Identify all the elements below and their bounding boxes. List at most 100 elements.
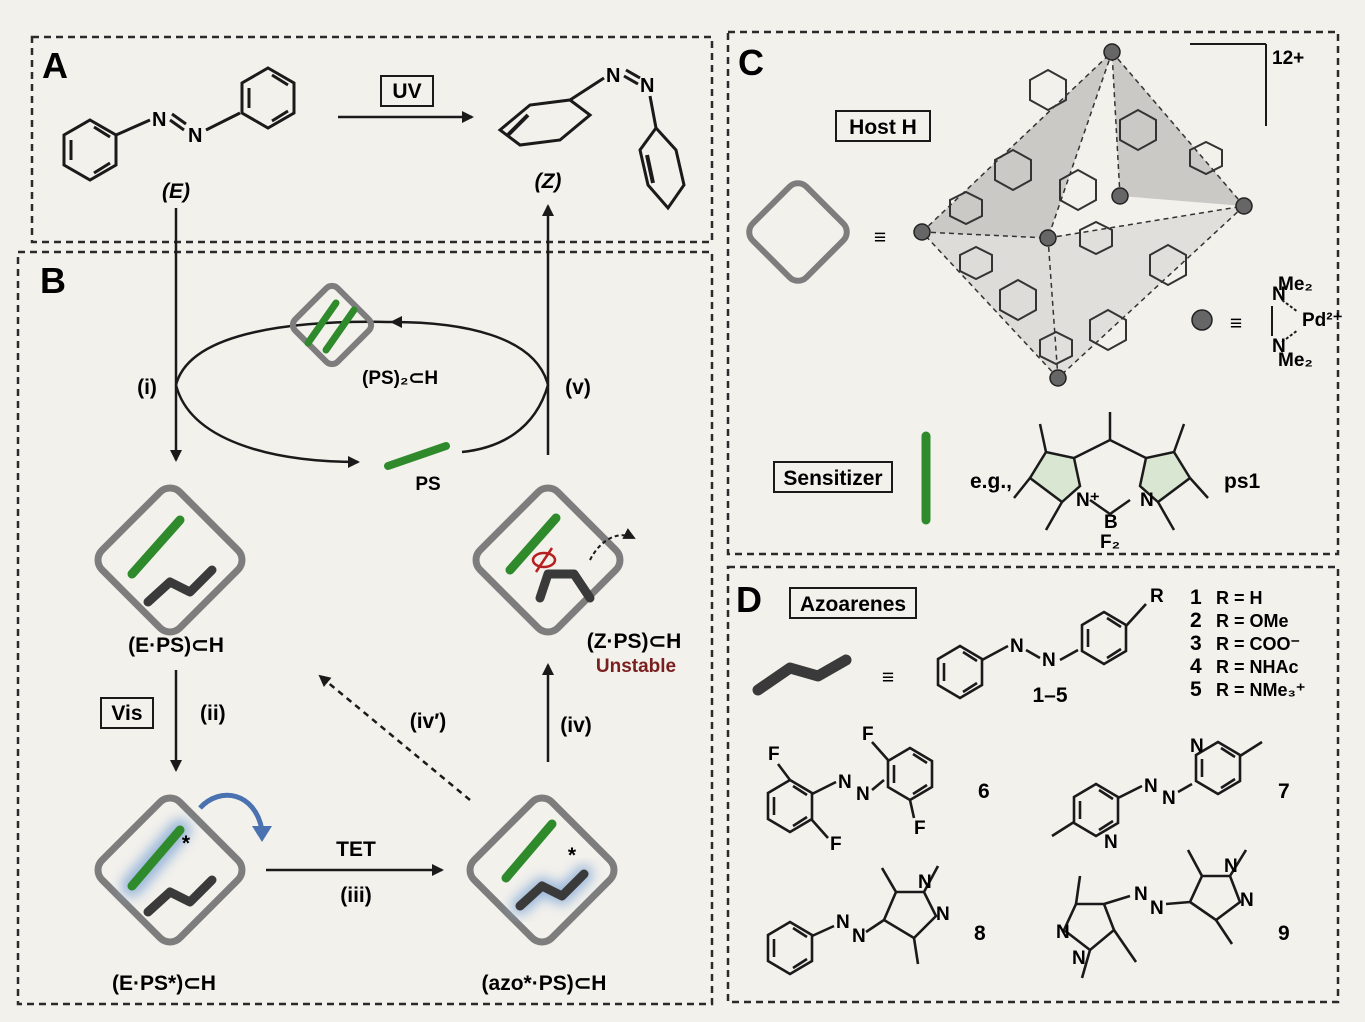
b-atom-label: B bbox=[1104, 512, 1118, 533]
tet-label: TET bbox=[336, 838, 376, 861]
charge-label: 12+ bbox=[1272, 48, 1304, 69]
e-azobenzene-structure: N N bbox=[62, 66, 296, 182]
n-atom-label: N bbox=[836, 912, 850, 933]
cycle-top-left bbox=[174, 320, 393, 386]
n-atom-label: N bbox=[1162, 788, 1176, 809]
cycle-bottom-right bbox=[461, 384, 550, 454]
compound-number: 5 bbox=[1190, 678, 1202, 701]
compound-7-structure bbox=[1051, 740, 1263, 838]
step-ii-label: (ii) bbox=[200, 702, 226, 725]
n-plus-label: N⁺ bbox=[1076, 490, 1100, 511]
host-symbol-diamond bbox=[746, 180, 850, 284]
cycle-top-right bbox=[390, 316, 550, 386]
panel-b-letter: B bbox=[40, 260, 66, 301]
n-atom-label: N bbox=[188, 125, 202, 147]
me2-label: Me₂ bbox=[1278, 274, 1313, 295]
bodipy-structure bbox=[1013, 412, 1209, 531]
n-atom-label: N bbox=[1240, 890, 1254, 911]
e-ps-host-complex bbox=[92, 482, 248, 638]
host-box bbox=[835, 110, 931, 142]
n-atom-label: N bbox=[1144, 776, 1158, 797]
azoarenes-label: Azoarenes bbox=[800, 593, 906, 616]
n-atom-label: N bbox=[936, 904, 950, 925]
excited-star: * bbox=[182, 832, 191, 855]
sensitizer-label: Sensitizer bbox=[783, 467, 882, 490]
uv-label: UV bbox=[392, 80, 421, 103]
step-iv-prime-label: (iv′) bbox=[410, 710, 447, 733]
z-ps-host-complex bbox=[470, 482, 636, 638]
n-atom-label: N bbox=[1272, 336, 1286, 357]
n-atom-label: N bbox=[1010, 636, 1024, 657]
n-atom-label: N bbox=[606, 65, 620, 87]
ps2-host-diamond bbox=[289, 282, 375, 368]
step-iv-prime-arrow bbox=[318, 674, 471, 801]
step-iv-label: (iv) bbox=[560, 714, 592, 737]
f-atom-label: F bbox=[914, 818, 926, 839]
pd-label: Pd²⁺ bbox=[1302, 310, 1343, 331]
e-ps-star-host-label: (E·PS*)⊂H bbox=[112, 972, 216, 995]
compound-r-group: R = NHAc bbox=[1216, 657, 1299, 677]
azoarene-symbol bbox=[752, 654, 852, 696]
n-atom-label: N bbox=[152, 109, 166, 131]
vis-label: Vis bbox=[111, 702, 142, 725]
compound-number: 4 bbox=[1190, 655, 1202, 678]
n-atom-label: N bbox=[1150, 898, 1164, 919]
n-atom-label: N bbox=[640, 75, 654, 97]
panel-b-frame bbox=[16, 250, 714, 1006]
compound-range-label: 1–5 bbox=[1032, 684, 1067, 707]
ps-label: PS bbox=[415, 474, 440, 495]
panel-d-letter: D bbox=[736, 579, 762, 620]
f-atom-label: F bbox=[830, 834, 842, 855]
me2-label: Me₂ bbox=[1278, 350, 1313, 371]
uv-box bbox=[380, 75, 434, 107]
f-atom-label: F bbox=[862, 724, 874, 745]
compound-6-number: 6 bbox=[978, 780, 990, 803]
equiv-sign: ≡ bbox=[874, 226, 886, 249]
n-atom-label: N bbox=[1072, 948, 1086, 969]
compound-6-structure bbox=[766, 741, 934, 839]
sensitizer-box bbox=[773, 461, 893, 493]
compound-8-structure bbox=[766, 865, 940, 976]
compound-8-number: 8 bbox=[974, 922, 986, 945]
step-i-label: (i) bbox=[137, 376, 157, 399]
azo-star-ps-host-complex bbox=[464, 792, 620, 948]
n-atom-label: N bbox=[1224, 856, 1238, 877]
n-atom-label: N bbox=[1104, 832, 1118, 853]
n-atom-label: N bbox=[1190, 736, 1204, 757]
ps2-host-label: (PS)₂⊂H bbox=[362, 368, 438, 389]
azo-star-host-label: (azo*·PS)⊂H bbox=[482, 972, 607, 995]
pd-node-icon bbox=[1191, 309, 1213, 331]
equiv-sign: ≡ bbox=[882, 666, 894, 689]
step-iii-label: (iii) bbox=[340, 884, 372, 907]
pd-ligand-structure bbox=[1271, 299, 1299, 343]
bf2-label: F₂ bbox=[1100, 532, 1120, 553]
ps1-label: ps1 bbox=[1224, 470, 1261, 493]
panel-c-frame bbox=[726, 30, 1340, 556]
z-isomer-label: (Z) bbox=[535, 170, 562, 193]
panel-a-frame bbox=[30, 35, 714, 244]
compound-9-structure bbox=[1062, 849, 1248, 979]
azoarenes-box bbox=[789, 587, 917, 619]
compound-r-group: R = H bbox=[1216, 588, 1263, 608]
n-atom-label: N bbox=[856, 784, 870, 805]
azoarene-1-5-structure bbox=[936, 603, 1147, 700]
r-group-label: R bbox=[1150, 586, 1164, 607]
panel-d-frame bbox=[726, 565, 1340, 1004]
e-isomer-label: (E) bbox=[162, 180, 190, 203]
z-azobenzene-structure: N N bbox=[497, 65, 686, 211]
eg-label: e.g., bbox=[970, 470, 1012, 493]
compound-7-number: 7 bbox=[1278, 780, 1290, 803]
compound-r-group: R = NMe₃⁺ bbox=[1216, 680, 1305, 700]
n-atom-label: N bbox=[918, 872, 932, 893]
step-v-label: (v) bbox=[565, 376, 591, 399]
panel-c-letter: C bbox=[738, 42, 764, 83]
e-ps-star-host-complex bbox=[92, 792, 272, 948]
z-ps-host-label: (Z·PS)⊂H bbox=[587, 630, 682, 653]
host-label: Host H bbox=[849, 116, 917, 139]
n-atom-label: N bbox=[1140, 490, 1154, 511]
equiv-sign: ≡ bbox=[1230, 312, 1242, 335]
compound-number: 1 bbox=[1190, 586, 1202, 609]
n-atom-label: N bbox=[1042, 650, 1056, 671]
n-atom-label: N bbox=[838, 772, 852, 793]
